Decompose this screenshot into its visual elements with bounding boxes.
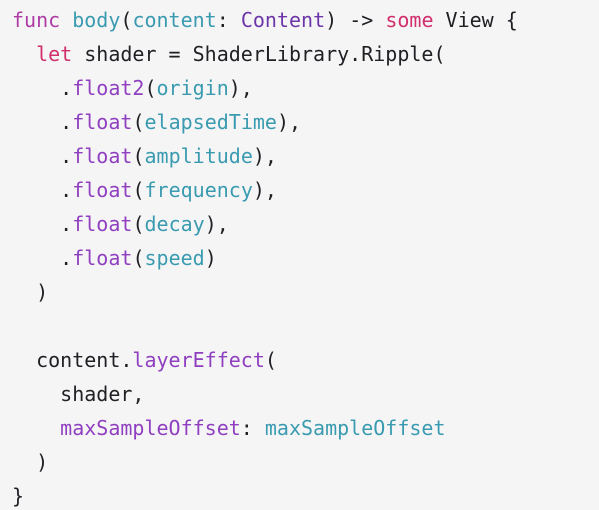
code-token: View { <box>433 8 518 32</box>
code-token: . <box>12 110 73 134</box>
code-token: ) <box>12 450 49 474</box>
code-line[interactable]: shader, <box>12 377 518 411</box>
code-token: amplitude <box>144 144 253 168</box>
code-token <box>12 416 60 440</box>
code-line[interactable]: .float(frequency), <box>12 173 518 207</box>
code-token: float <box>72 110 133 134</box>
code-line[interactable]: .float(amplitude), <box>12 139 518 173</box>
code-token: speed <box>144 246 205 270</box>
code-line[interactable]: ) <box>12 445 518 479</box>
code-token: float <box>72 178 133 202</box>
code-line[interactable]: ) <box>12 275 518 309</box>
code-token: content <box>132 8 217 32</box>
code-token: ) <box>204 246 217 270</box>
code-token: ( <box>144 76 157 100</box>
code-token: content. <box>12 348 133 372</box>
code-token: ) <box>12 280 49 304</box>
code-token: func <box>12 8 61 32</box>
code-token: ), <box>204 212 229 236</box>
code-token: shader, <box>12 382 145 406</box>
code-token: body <box>72 8 121 32</box>
code-token: shader = ShaderLibrary.Ripple( <box>72 42 446 66</box>
code-line[interactable]: let shader = ShaderLibrary.Ripple( <box>12 37 518 71</box>
code-token: . <box>12 212 73 236</box>
code-line[interactable] <box>12 309 518 343</box>
code-line[interactable]: .float(decay), <box>12 207 518 241</box>
code-token: ( <box>264 348 277 372</box>
code-token: float <box>72 212 133 236</box>
code-line[interactable]: .float(elapsedTime), <box>12 105 518 139</box>
code-token: float <box>72 144 133 168</box>
code-token: maxSampleOffset <box>264 416 446 440</box>
code-token: ( <box>132 212 145 236</box>
code-token <box>12 42 36 66</box>
code-token: ( <box>132 110 145 134</box>
code-token: maxSampleOffset <box>60 416 241 440</box>
code-token <box>60 8 72 32</box>
code-token: float2 <box>72 76 145 100</box>
code-token: . <box>12 246 73 270</box>
code-line[interactable]: .float2(origin), <box>12 71 518 105</box>
code-token: ) -> <box>325 8 386 32</box>
code-token: decay <box>144 212 205 236</box>
code-token: float <box>72 246 133 270</box>
code-token: . <box>12 144 73 168</box>
code-token: : <box>216 8 241 32</box>
code-block[interactable]: func body(content: Content) -> some View… <box>12 3 518 510</box>
code-token: origin <box>156 76 229 100</box>
code-token: layerEffect <box>132 348 265 372</box>
code-token: . <box>12 76 73 100</box>
code-token: ( <box>132 178 145 202</box>
code-token: elapsedTime <box>144 110 277 134</box>
code-token: ), <box>252 144 277 168</box>
code-token: Content <box>240 8 326 32</box>
code-line[interactable]: .float(speed) <box>12 241 518 275</box>
code-line[interactable]: maxSampleOffset: maxSampleOffset <box>12 411 518 445</box>
code-token: frequency <box>144 178 253 202</box>
code-token: ( <box>132 246 145 270</box>
code-line[interactable]: content.layerEffect( <box>12 343 518 377</box>
code-line[interactable]: func body(content: Content) -> some View… <box>12 3 518 37</box>
code-token: some <box>385 8 434 32</box>
code-token: : <box>240 416 265 440</box>
code-token: ), <box>228 76 253 100</box>
code-token: . <box>12 178 73 202</box>
code-token: } <box>12 484 25 508</box>
code-token: let <box>36 42 73 66</box>
code-line[interactable]: } <box>12 479 518 510</box>
code-token: ), <box>252 178 277 202</box>
code-token: ), <box>276 110 302 134</box>
code-token: ( <box>132 144 145 168</box>
code-token: ( <box>120 8 133 32</box>
